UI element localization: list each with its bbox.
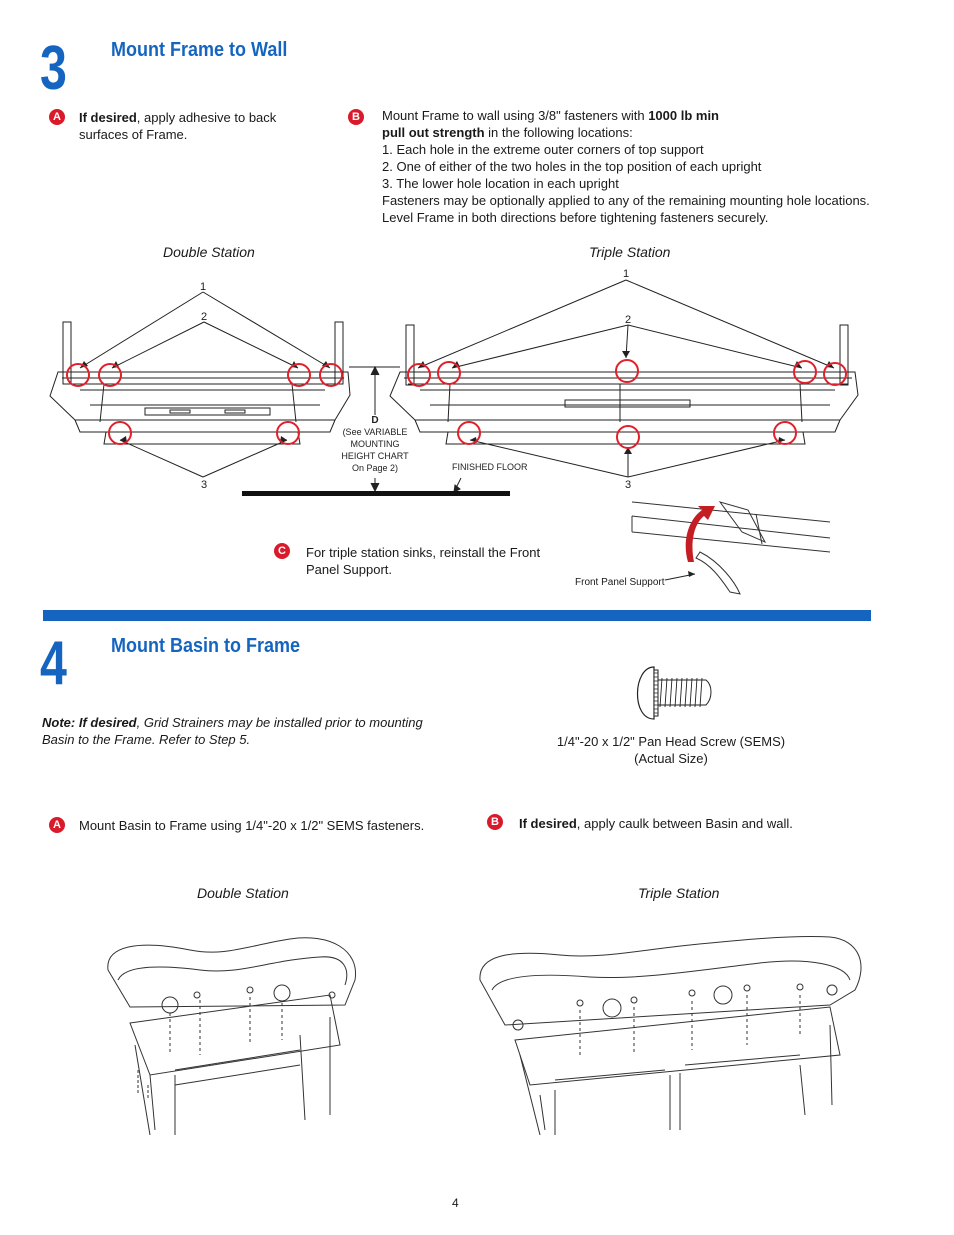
step-3a-bold: If desired <box>79 110 137 125</box>
page-number: 4 <box>452 1196 459 1210</box>
step-3a-badge: A <box>49 109 65 125</box>
d-note-line-1: (See VARIABLE <box>343 427 408 437</box>
d-note-line-4: On Page 2) <box>352 463 398 473</box>
mounting-hole-markers <box>66 359 847 449</box>
step-3b-item-3: 3. The lower hole location in each uprig… <box>382 176 619 191</box>
frame-mounting-diagram: 1 2 3 1 2 3 D (See VARIABLE MOUNTING HEI… <box>49 268 859 496</box>
step-3b-text: Mount Frame to wall using 3/8" fasteners… <box>382 107 882 226</box>
double-station-caption-3: Double Station <box>163 244 255 260</box>
step-4-note-text: , Grid Strainers may be installed prior … <box>42 715 423 747</box>
front-panel-support-label: Front Panel Support <box>575 577 665 588</box>
triple-label-2: 2 <box>625 314 631 326</box>
step-4-note-bold: Note: If desired <box>42 715 137 730</box>
basin-to-frame-drawings <box>107 936 862 1135</box>
step-4a-badge: A <box>49 817 65 833</box>
step-4-title: Mount Basin to Frame <box>111 635 301 657</box>
triple-station-caption-4: Triple Station <box>638 885 720 901</box>
step-4b-badge: B <box>487 814 503 830</box>
step-3b-pre: Mount Frame to wall using 3/8" fasteners… <box>382 108 649 123</box>
triple-frame-drawing <box>389 324 859 445</box>
double-label-1: 1 <box>200 281 206 293</box>
double-frame-drawing <box>49 321 351 445</box>
finished-floor-line <box>242 491 510 496</box>
step-3-number: 3 <box>40 34 67 103</box>
step-3b-badge: B <box>348 109 364 125</box>
section-divider <box>43 610 871 621</box>
dimension-d-label: D <box>371 415 378 426</box>
step-3b-item-1: 1. Each hole in the extreme outer corner… <box>382 142 704 157</box>
double-basin-drawing <box>107 937 357 1135</box>
step-3a-text: If desired, apply adhesive to back surfa… <box>79 109 304 143</box>
pan-head-screw-icon <box>636 666 712 720</box>
screw-caption-sub: (Actual Size) <box>634 751 708 766</box>
step-4-note: Note: If desired, Grid Strainers may be … <box>42 714 427 748</box>
screw-caption-line: 1/4"-20 x 1/2" Pan Head Screw (SEMS) <box>556 734 786 749</box>
step-3-title: Mount Frame to Wall <box>111 39 288 61</box>
double-label-2: 2 <box>201 311 207 323</box>
screw-caption: 1/4"-20 x 1/2" Pan Head Screw (SEMS) (Ac… <box>546 733 796 767</box>
double-label-3: 3 <box>201 479 207 491</box>
step-4b-rest: , apply caulk between Basin and wall. <box>576 816 793 831</box>
step-4a-text: Mount Basin to Frame using 1/4"-20 x 1/2… <box>79 818 425 833</box>
step-4b-text: If desired, apply caulk between Basin an… <box>519 815 793 832</box>
step-3b-post: in the following locations: <box>484 125 633 140</box>
triple-basin-drawing <box>479 936 862 1135</box>
step-3b-extra-1: Fasteners may be optionally applied to a… <box>382 193 870 208</box>
step-3c-badge: C <box>274 543 290 559</box>
d-note-line-2: MOUNTING <box>351 439 400 449</box>
step-4-number: 4 <box>40 629 67 698</box>
triple-label-3: 3 <box>625 479 631 491</box>
step-3b-item-2: 2. One of either of the two holes in the… <box>382 159 762 174</box>
step-3b-bold: 1000 lb min pull out strength <box>382 108 719 140</box>
triple-station-caption-3: Triple Station <box>589 244 671 260</box>
finished-floor-label: FINISHED FLOOR <box>452 462 528 472</box>
double-station-caption-4: Double Station <box>197 885 289 901</box>
step-3c-text: For triple station sinks, reinstall the … <box>306 545 541 577</box>
d-note-line-3: HEIGHT CHART <box>341 451 409 461</box>
curved-arrow-icon <box>685 506 715 562</box>
triple-label-1: 1 <box>623 268 629 280</box>
step-3a-rest: , apply adhesive to back surfaces of Fra… <box>79 110 277 142</box>
step-3b-extra-2: Level Frame in both directions before ti… <box>382 210 769 225</box>
front-panel-support-drawing <box>631 501 831 595</box>
step-4b-bold: If desired <box>519 816 577 831</box>
